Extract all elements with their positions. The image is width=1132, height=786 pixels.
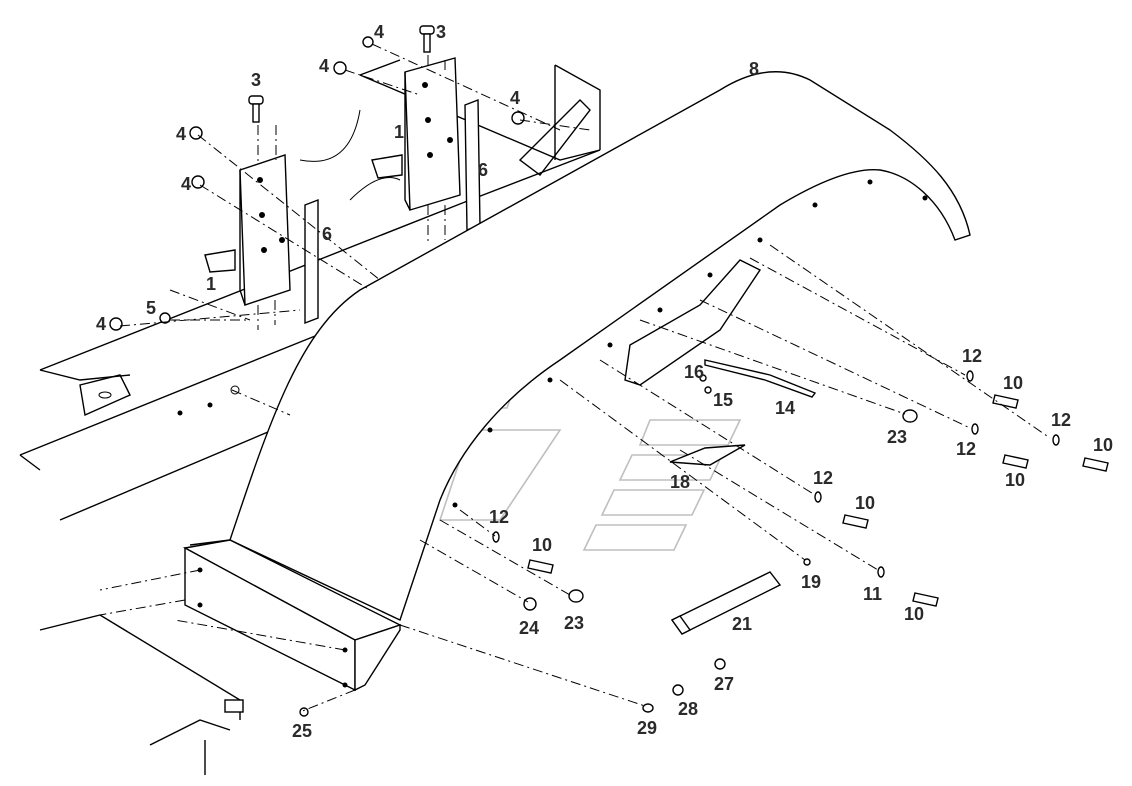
callout-12-e: 12	[489, 507, 509, 527]
mudflap-box	[39, 539, 402, 775]
bolt-3-top	[419, 25, 435, 53]
callout-15: 15	[713, 390, 733, 410]
callout-4-f: 4	[96, 314, 106, 334]
callout-28: 28	[678, 699, 698, 719]
callout-12-d: 12	[813, 468, 833, 488]
callout-5: 5	[146, 298, 156, 318]
washers-12	[492, 370, 1060, 578]
callout-3-left: 3	[251, 70, 261, 90]
callout-29: 29	[637, 718, 657, 738]
callout-10-b: 10	[1093, 435, 1113, 455]
callout-18: 18	[670, 472, 690, 492]
callout-11: 11	[863, 584, 882, 604]
callout-24: 24	[519, 618, 539, 638]
bolts-10	[527, 394, 1109, 607]
fender	[189, 71, 971, 621]
callout-3-top: 3	[436, 22, 446, 42]
spacer-strips	[304, 98, 481, 325]
callout-23-a: 23	[887, 427, 907, 447]
mounting-bracket-right	[371, 57, 461, 211]
callout-25: 25	[292, 721, 312, 741]
callout-12-a: 12	[962, 346, 982, 366]
callout-4-c: 4	[176, 124, 186, 144]
bracket-item-18	[669, 444, 746, 466]
callout-10-e: 10	[532, 535, 552, 555]
callout-19: 19	[801, 572, 821, 592]
callout-23-b: 23	[564, 613, 584, 633]
callout-14: 14	[775, 398, 795, 418]
callout-4-d: 4	[181, 174, 191, 194]
callout-16: 16	[684, 362, 704, 382]
callout-6-left: 6	[322, 224, 332, 244]
mounting-bracket-left	[204, 154, 291, 306]
callout-8: 8	[749, 59, 759, 79]
fender-bolt-holes	[452, 179, 928, 508]
leader-lines	[99, 43, 1051, 713]
callout-4-a: 4	[374, 22, 384, 42]
bracket-item-14	[704, 359, 817, 398]
callout-21: 21	[732, 614, 752, 634]
callout-10-d: 10	[855, 493, 875, 513]
callout-12-c: 12	[956, 439, 976, 459]
light-item-21	[670, 571, 782, 635]
callout-10-a: 10	[1003, 373, 1023, 393]
callout-6-right: 6	[478, 160, 488, 180]
callout-labels: 1 1 3 3 4 4 4 4 4 4 5 6 6 8 10 10 10 10 …	[96, 22, 1113, 741]
callout-10-f: 10	[904, 604, 924, 624]
bolt-3-left	[248, 95, 264, 123]
callout-4-e: 4	[510, 88, 520, 108]
fasteners	[109, 25, 1109, 717]
callout-10-c: 10	[1005, 470, 1025, 490]
callout-1-left: 1	[206, 274, 216, 294]
callout-4-b: 4	[319, 56, 329, 76]
callout-12-b: 12	[1051, 410, 1071, 430]
callout-27: 27	[714, 674, 734, 694]
callout-1-right: 1	[394, 122, 404, 142]
